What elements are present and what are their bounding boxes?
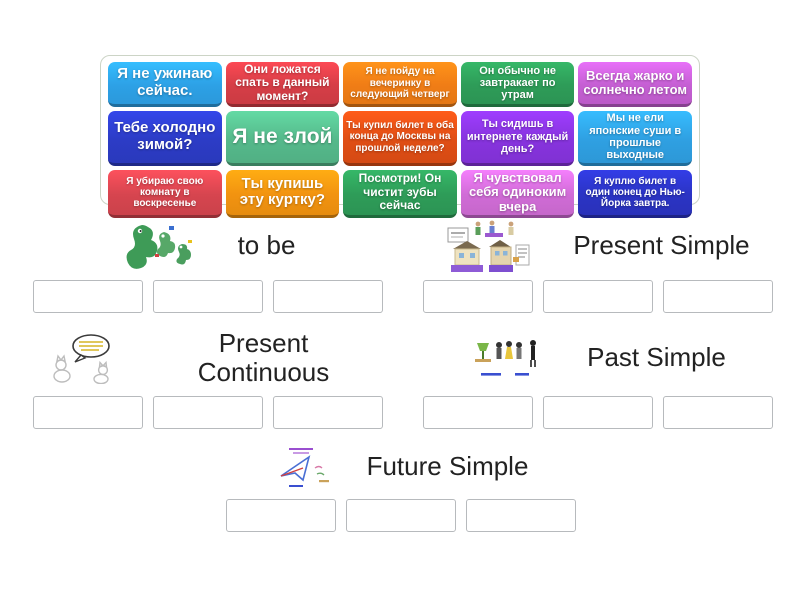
drop-slot[interactable]: [662, 396, 773, 429]
group-title: Future Simple: [366, 451, 529, 482]
group-title: Past Simple: [587, 342, 726, 373]
group-to-be: to be: [30, 218, 385, 313]
drop-slot[interactable]: [152, 396, 263, 429]
dragons-icon: [120, 220, 198, 272]
sentence-tile[interactable]: Я куплю билет в один конец до Нью-Йорка …: [578, 169, 692, 219]
slot-row: [422, 280, 773, 313]
sentence-tile[interactable]: Я не ужинаю сейчас.: [108, 62, 222, 108]
sentence-tile[interactable]: Я не пойду на вечеринку в следующий четв…: [343, 62, 457, 108]
drop-slot[interactable]: [542, 280, 653, 313]
group-future-simple: Future Simple: [223, 441, 578, 532]
drop-slot[interactable]: [272, 396, 383, 429]
houses-icon: [445, 219, 533, 273]
drop-slot[interactable]: [662, 280, 773, 313]
sentence-tile[interactable]: Ты купишь эту куртку?: [225, 169, 340, 219]
people-counter-icon: [469, 335, 547, 381]
drop-slot[interactable]: [152, 280, 263, 313]
drop-slot[interactable]: [422, 396, 533, 429]
sentence-tile[interactable]: Я не злой: [225, 111, 340, 166]
sentence-tile[interactable]: Он обычно не завтракает по утрам: [460, 62, 575, 108]
tiles-panel: Я не ужинаю сейчас. Они ложатся спать в …: [100, 55, 700, 219]
group-present-continuous: Present Continuous: [30, 326, 385, 429]
sentence-tile[interactable]: Тебе холодно зимой?: [108, 111, 222, 166]
sentence-tile[interactable]: Ты сидишь в интернете каждый день?: [460, 111, 575, 166]
sentence-tile[interactable]: Посмотри! Он чистит зубы сейчас: [343, 169, 457, 219]
group-header: Future Simple: [273, 441, 529, 493]
slot-row: [32, 396, 383, 429]
drop-slot[interactable]: [422, 280, 533, 313]
group-present-simple: Present Simple: [420, 218, 775, 313]
slot-row: [422, 396, 773, 429]
sentence-tile[interactable]: Мы не ели японские суши в прошлые выходн…: [578, 111, 692, 166]
slot-row: [225, 499, 576, 532]
sentence-tile[interactable]: Я чувствовал себя одиноким вчера: [460, 169, 575, 219]
drop-slot[interactable]: [272, 280, 383, 313]
paper-plane-icon: [273, 444, 335, 490]
drop-slot[interactable]: [32, 280, 143, 313]
sentence-tile[interactable]: Они ложатся спать в данный момент?: [225, 62, 340, 108]
cats-speech-bubble-icon: [49, 332, 121, 384]
group-header: Present Simple: [445, 218, 750, 274]
group-title: to be: [237, 230, 296, 261]
sentence-tile[interactable]: Всегда жарко и солнечно летом: [578, 62, 692, 108]
group-header: Present Continuous: [49, 326, 366, 390]
drop-slot[interactable]: [465, 499, 576, 532]
group-title: Present Simple: [573, 230, 750, 261]
drop-slot[interactable]: [32, 396, 143, 429]
group-past-simple: Past Simple: [420, 326, 775, 429]
drop-slot[interactable]: [542, 396, 653, 429]
group-header: to be: [120, 218, 296, 274]
group-title: Present Continuous: [197, 327, 330, 387]
group-header: Past Simple: [469, 326, 726, 390]
drop-slot[interactable]: [225, 499, 336, 532]
slot-row: [32, 280, 383, 313]
sentence-tile[interactable]: Я убираю свою комнату в воскресенье: [108, 169, 222, 219]
drop-slot[interactable]: [345, 499, 456, 532]
sentence-tile[interactable]: Ты купил билет в оба конца до Москвы на …: [343, 111, 457, 166]
